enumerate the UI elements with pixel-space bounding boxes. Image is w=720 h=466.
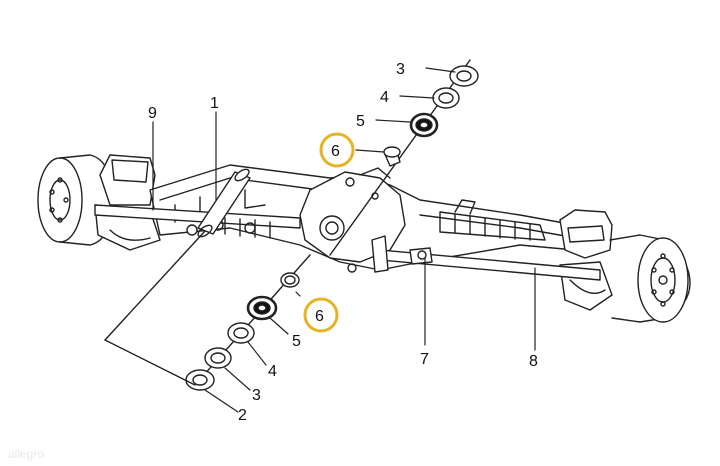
highlight-6-upper bbox=[319, 132, 355, 168]
highlight-6-lower bbox=[303, 297, 339, 333]
callout-5-upper: 5 bbox=[356, 113, 365, 130]
callout-1: 1 bbox=[210, 95, 219, 112]
leader-lines bbox=[152, 67, 536, 413]
pin-guide-lines bbox=[104, 230, 206, 386]
callout-6-upper: 6 bbox=[331, 143, 340, 160]
callout-9: 9 bbox=[148, 105, 157, 122]
callout-5-lower: 5 bbox=[292, 333, 301, 350]
left-knuckle bbox=[94, 154, 161, 251]
left-wheel-hub bbox=[37, 154, 113, 246]
callout-7: 7 bbox=[420, 351, 429, 368]
right-knuckle bbox=[559, 209, 613, 311]
pivot-pin bbox=[197, 168, 251, 238]
track-rod bbox=[347, 235, 601, 281]
lower-bushing-stack bbox=[185, 254, 311, 391]
right-wheel-hub bbox=[609, 234, 691, 323]
callout-8: 8 bbox=[529, 353, 538, 370]
callout-highlights bbox=[303, 132, 355, 333]
watermark: allegro bbox=[8, 447, 44, 461]
callout-3-lower: 3 bbox=[252, 387, 261, 404]
callout-4-upper: 4 bbox=[380, 89, 389, 106]
callout-2: 2 bbox=[238, 407, 247, 424]
right-axle-tube bbox=[439, 199, 546, 241]
callout-6-lower: 6 bbox=[315, 308, 324, 325]
callout-3-upper: 3 bbox=[396, 61, 405, 78]
upper-bushing-stack bbox=[329, 59, 479, 256]
callout-4-lower: 4 bbox=[268, 363, 277, 380]
callout-labels: 1 2 3 3 4 4 5 5 6 6 7 8 9 bbox=[148, 61, 538, 424]
